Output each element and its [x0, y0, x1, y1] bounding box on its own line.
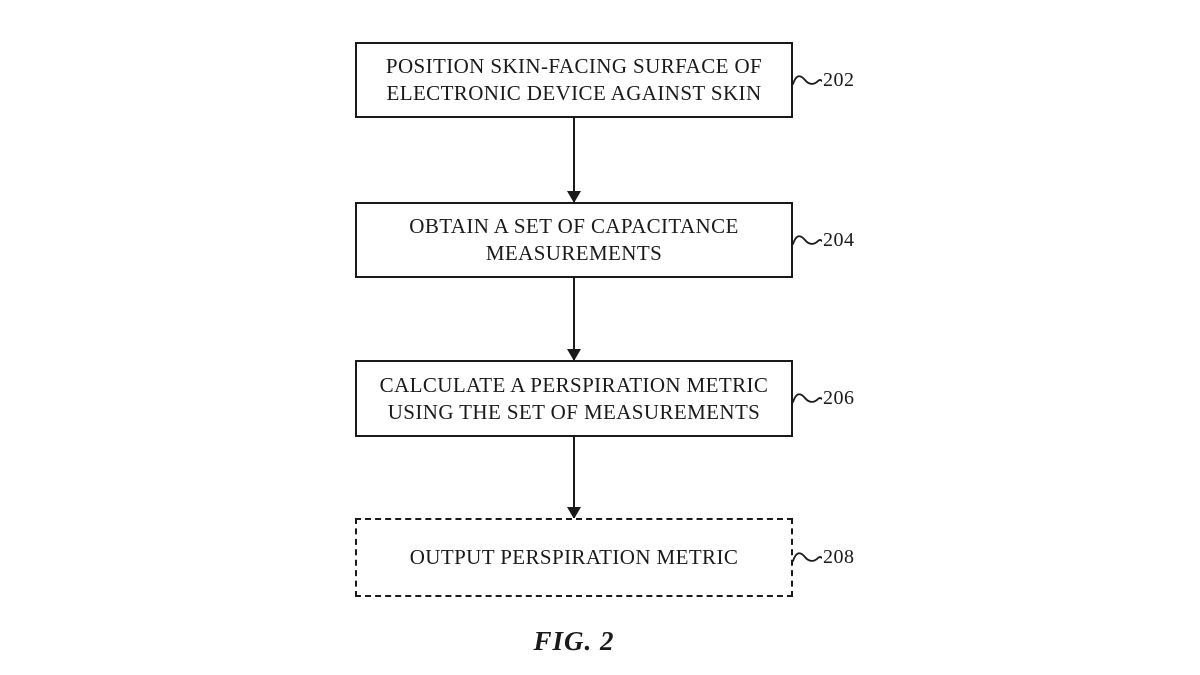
flow-step-text-204: OBTAIN A SET OF CAPACITANCE MEASUREMENTS: [409, 214, 739, 265]
down-arrow-icon-1: [567, 118, 581, 203]
flow-step-text-202: POSITION SKIN-FACING SURFACE OF ELECTRON…: [385, 54, 763, 105]
down-arrow-icon-2: [567, 278, 581, 361]
ref-squiggle-icon: [792, 552, 822, 562]
flow-step-box-206: CALCULATE A PERSPIRATION METRIC USING TH…: [355, 360, 793, 437]
ref-callout-206: 206: [792, 386, 855, 410]
ref-callout-202: 202: [792, 68, 855, 92]
ref-number-204: 204: [823, 228, 855, 251]
ref-number-206: 206: [823, 386, 855, 409]
ref-callout-208: 208: [792, 545, 855, 569]
ref-callout-204: 204: [792, 228, 855, 252]
flow-step-box-204: OBTAIN A SET OF CAPACITANCE MEASUREMENTS: [355, 202, 793, 278]
ref-number-208: 208: [823, 545, 855, 568]
flow-step-box-208: OUTPUT PERSPIRATION METRIC: [355, 518, 793, 597]
ref-squiggle-icon: [792, 235, 822, 245]
ref-number-202: 202: [823, 68, 855, 91]
flow-step-box-202: POSITION SKIN-FACING SURFACE OF ELECTRON…: [355, 42, 793, 118]
down-arrow-icon-3: [567, 437, 581, 519]
ref-squiggle-icon: [792, 75, 822, 85]
flow-step-text-206: CALCULATE A PERSPIRATION METRIC USING TH…: [379, 372, 769, 424]
ref-squiggle-icon: [792, 393, 822, 403]
figure-caption: FIG. 2: [533, 626, 615, 656]
flow-step-text-208: OUTPUT PERSPIRATION METRIC: [409, 545, 739, 569]
